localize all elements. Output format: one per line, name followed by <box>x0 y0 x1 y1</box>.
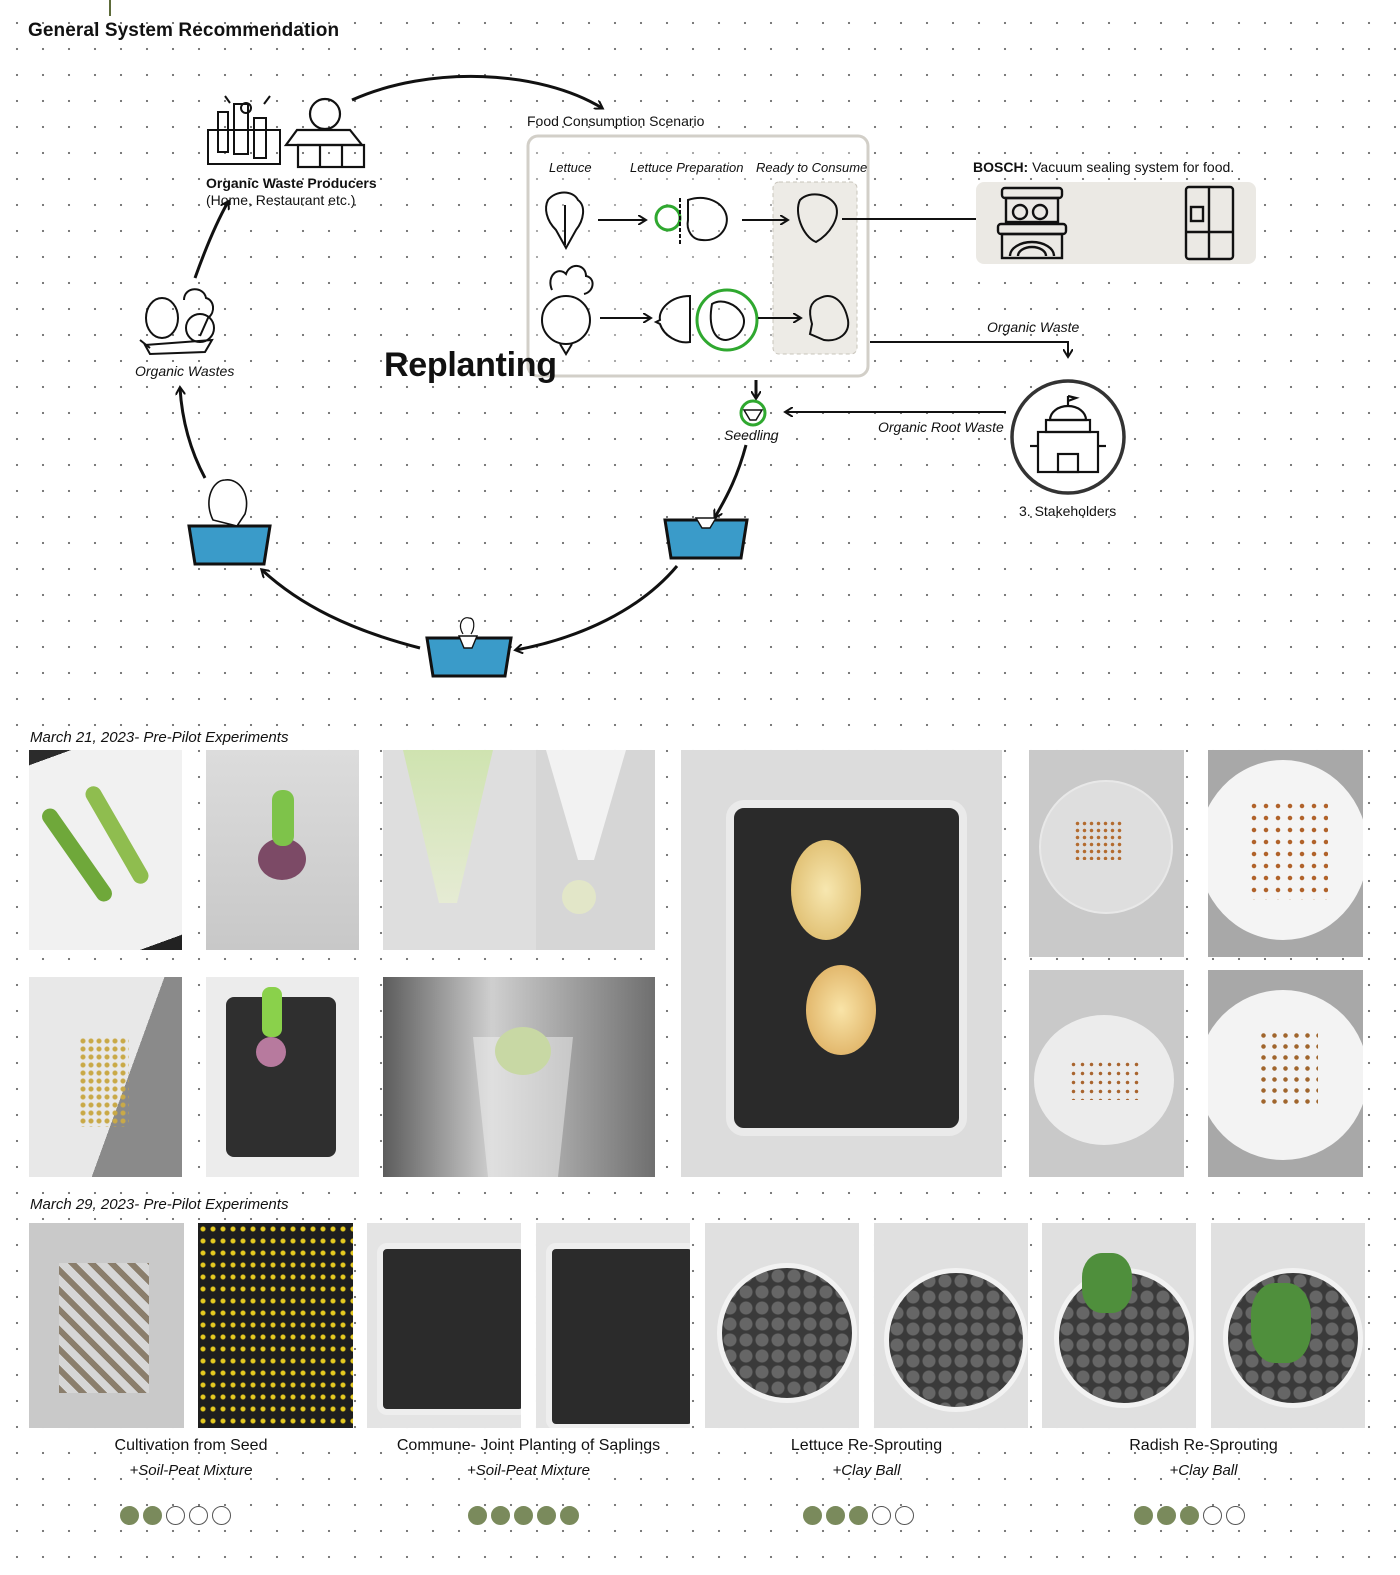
arrow-bottom-to-left-pot <box>262 570 421 650</box>
hydroponic-pot-icon <box>663 517 749 560</box>
rating-dot-empty <box>895 1506 914 1525</box>
photo-seeds-dish <box>1029 750 1184 957</box>
rating-dot-empty <box>872 1506 891 1525</box>
seedling-icon <box>739 399 767 427</box>
bosch-text: Vacuum sealing system for food. <box>1032 159 1235 175</box>
stakeholders-circle <box>1010 379 1126 495</box>
hydroponic-pot-icon <box>187 479 272 566</box>
arrow-seedling-to-pot <box>715 444 748 517</box>
rating-dot-filled <box>120 1506 139 1525</box>
page-title: General System Recommendation <box>28 20 340 41</box>
group-title: Radish Re-Sprouting <box>1129 1437 1278 1454</box>
rating-dot-filled <box>143 1506 162 1525</box>
rating-dot-filled <box>560 1506 579 1525</box>
photo-peppers <box>29 750 182 950</box>
rating-dots <box>803 1506 914 1525</box>
radish-top-highlight <box>695 288 759 352</box>
rating-dot-filled <box>849 1506 868 1525</box>
stakeholders-label: 3. Stakeholders <box>1019 503 1117 519</box>
photo-radish-soil <box>206 977 359 1177</box>
column-ready: Ready to Consume <box>756 160 868 175</box>
rating-dot-empty <box>189 1506 208 1525</box>
arrow-right-pot-to-bottom <box>516 565 679 650</box>
bosch-brand: BOSCH: <box>973 159 1029 175</box>
photo-sprouts <box>198 1223 353 1428</box>
photo-lettuce-glass <box>383 977 655 1177</box>
photo-lettuce-clay <box>705 1223 859 1428</box>
photo-seeds-cotton <box>1208 750 1363 957</box>
hydroponic-pot-icon <box>425 617 513 678</box>
rating-dot-filled <box>514 1506 533 1525</box>
lettuce-leaf-icon <box>797 193 838 244</box>
arrow-producers-to-scenario <box>351 74 602 108</box>
lettuce-head-icon <box>686 196 728 242</box>
city-skyline-icon <box>207 95 281 165</box>
photo-radish-clay <box>1042 1223 1196 1428</box>
rating-dots <box>120 1506 231 1525</box>
rating-dot-filled <box>1157 1506 1176 1525</box>
rating-dot-filled <box>826 1506 845 1525</box>
rating-dot-empty <box>1203 1506 1222 1525</box>
food-container-icon <box>996 186 1068 260</box>
photo-lettuce-heart <box>383 750 536 950</box>
rating-dot-filled <box>1134 1506 1153 1525</box>
group-medium: +Clay Ball <box>832 1462 901 1479</box>
organic-root-waste-label: Organic Root Waste <box>878 419 1004 435</box>
group-medium: +Clay Ball <box>1169 1462 1238 1479</box>
rating-dot-filled <box>491 1506 510 1525</box>
photo-lettuce-root <box>536 750 655 950</box>
arrow-pot-to-wastes <box>180 388 207 479</box>
experiment-date: March 21, 2023- Pre-Pilot Experiments <box>30 729 289 746</box>
radish-icon <box>541 265 594 356</box>
rating-dot-empty <box>212 1506 231 1525</box>
government-building-icon <box>1030 394 1106 474</box>
photo-seeds-tissue <box>1029 970 1184 1177</box>
photo-onion-soil <box>681 750 1002 1177</box>
restaurant-icon <box>283 97 366 169</box>
radish-half-icon <box>653 294 691 344</box>
rating-dot-empty <box>166 1506 185 1525</box>
bosch-caption: BOSCH: Vacuum sealing system for food. <box>973 159 1234 175</box>
rating-dots <box>1134 1506 1245 1525</box>
system-diagram <box>139 74 1256 678</box>
rating-dot-filled <box>537 1506 556 1525</box>
group-title: Commune- Joint Planting of Saplings <box>396 1437 661 1454</box>
replanting-heading: Replanting <box>384 346 557 384</box>
group-title: Lettuce Re-Sprouting <box>790 1437 943 1454</box>
lettuce-icon <box>545 191 584 251</box>
group-title: Cultivation from Seed <box>114 1437 268 1454</box>
photo-seeds-cotton-2 <box>1208 970 1363 1177</box>
group-medium: +Soil-Peat Mixture <box>467 1462 590 1479</box>
top-accent-rule <box>109 0 111 16</box>
photo-radish-top <box>206 750 359 950</box>
column-lettuce: Lettuce <box>549 160 592 175</box>
photo-radish-clay-later <box>1211 1223 1365 1428</box>
rating-dot-empty <box>1226 1506 1245 1525</box>
rating-dot-filled <box>803 1506 822 1525</box>
rating-dots <box>468 1506 579 1525</box>
organic-wastes-label: Organic Wastes <box>135 363 235 379</box>
photo-seed-packets <box>29 1223 184 1428</box>
photo-lettuce-clay-later <box>874 1223 1028 1428</box>
producers-title: Organic Waste Producers <box>206 175 377 191</box>
photo-seeds-towel <box>29 977 182 1177</box>
experiment-date: March 29, 2023- Pre-Pilot Experiments <box>30 1196 289 1213</box>
rating-dot-filled <box>468 1506 487 1525</box>
producers-subtitle: (Home, Restaurant etc.) <box>206 192 356 208</box>
organic-waste-label: Organic Waste <box>987 319 1080 335</box>
arrow-wastes-to-producers <box>193 202 228 279</box>
group-medium: +Soil-Peat Mixture <box>129 1462 253 1479</box>
photo-saplings-tray-later <box>536 1223 690 1428</box>
column-preparation: Lettuce Preparation <box>630 160 744 175</box>
rating-dot-filled <box>1180 1506 1199 1525</box>
photo-saplings-tray <box>367 1223 521 1428</box>
seedling-label: Seedling <box>724 427 779 443</box>
arrow-organic-waste <box>870 341 1068 356</box>
ready-to-consume-zone <box>772 181 858 355</box>
vegetables-icon <box>139 288 215 356</box>
refrigerator-icon <box>1184 185 1235 261</box>
scenario-title: Food Consumption Scenario <box>527 113 705 129</box>
radish-ready-icon <box>808 295 850 342</box>
